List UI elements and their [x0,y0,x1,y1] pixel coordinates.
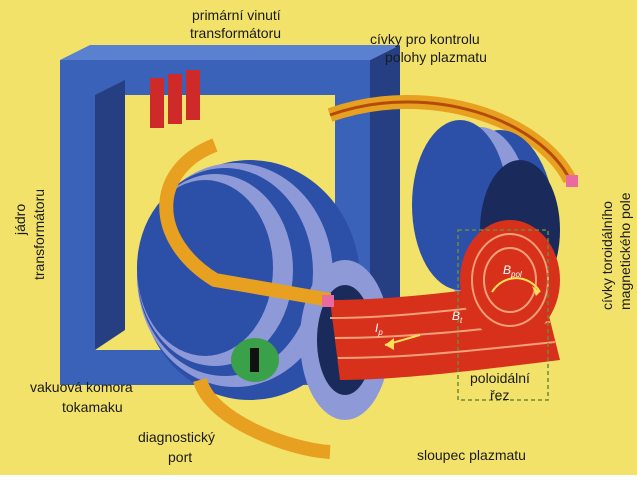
label-diagnostic-port-2: port [168,449,192,465]
label-toroidal-coils-1: cívky toroidálního [599,201,615,310]
label-primary-winding-2: transformátoru [190,25,281,41]
diagnostic-port [231,338,279,382]
label-toroidal-coils-2: magnetického pole [617,192,633,310]
label-diagnostic-port-1: diagnostický [138,429,215,445]
label-transformer-core-1: jádro [12,204,28,236]
label-poloidal-section-2: řez [490,387,509,403]
label-transformer-core-2: transformátoru [31,189,47,280]
label-poloidal-section-1: poloidální [470,370,530,386]
label-control-coils-2: polohy plazmatu [385,49,487,65]
label-vacuum-chamber-2: tokamaku [62,399,123,415]
label-primary-winding-1: primární vinutí [192,7,281,23]
primary-winding [150,70,200,128]
label-control-coils-1: cívky pro kontrolu [370,31,480,47]
label-plasma-column: sloupec plazmatu [417,447,526,463]
label-vacuum-chamber-1: vakuová komora [30,379,133,395]
